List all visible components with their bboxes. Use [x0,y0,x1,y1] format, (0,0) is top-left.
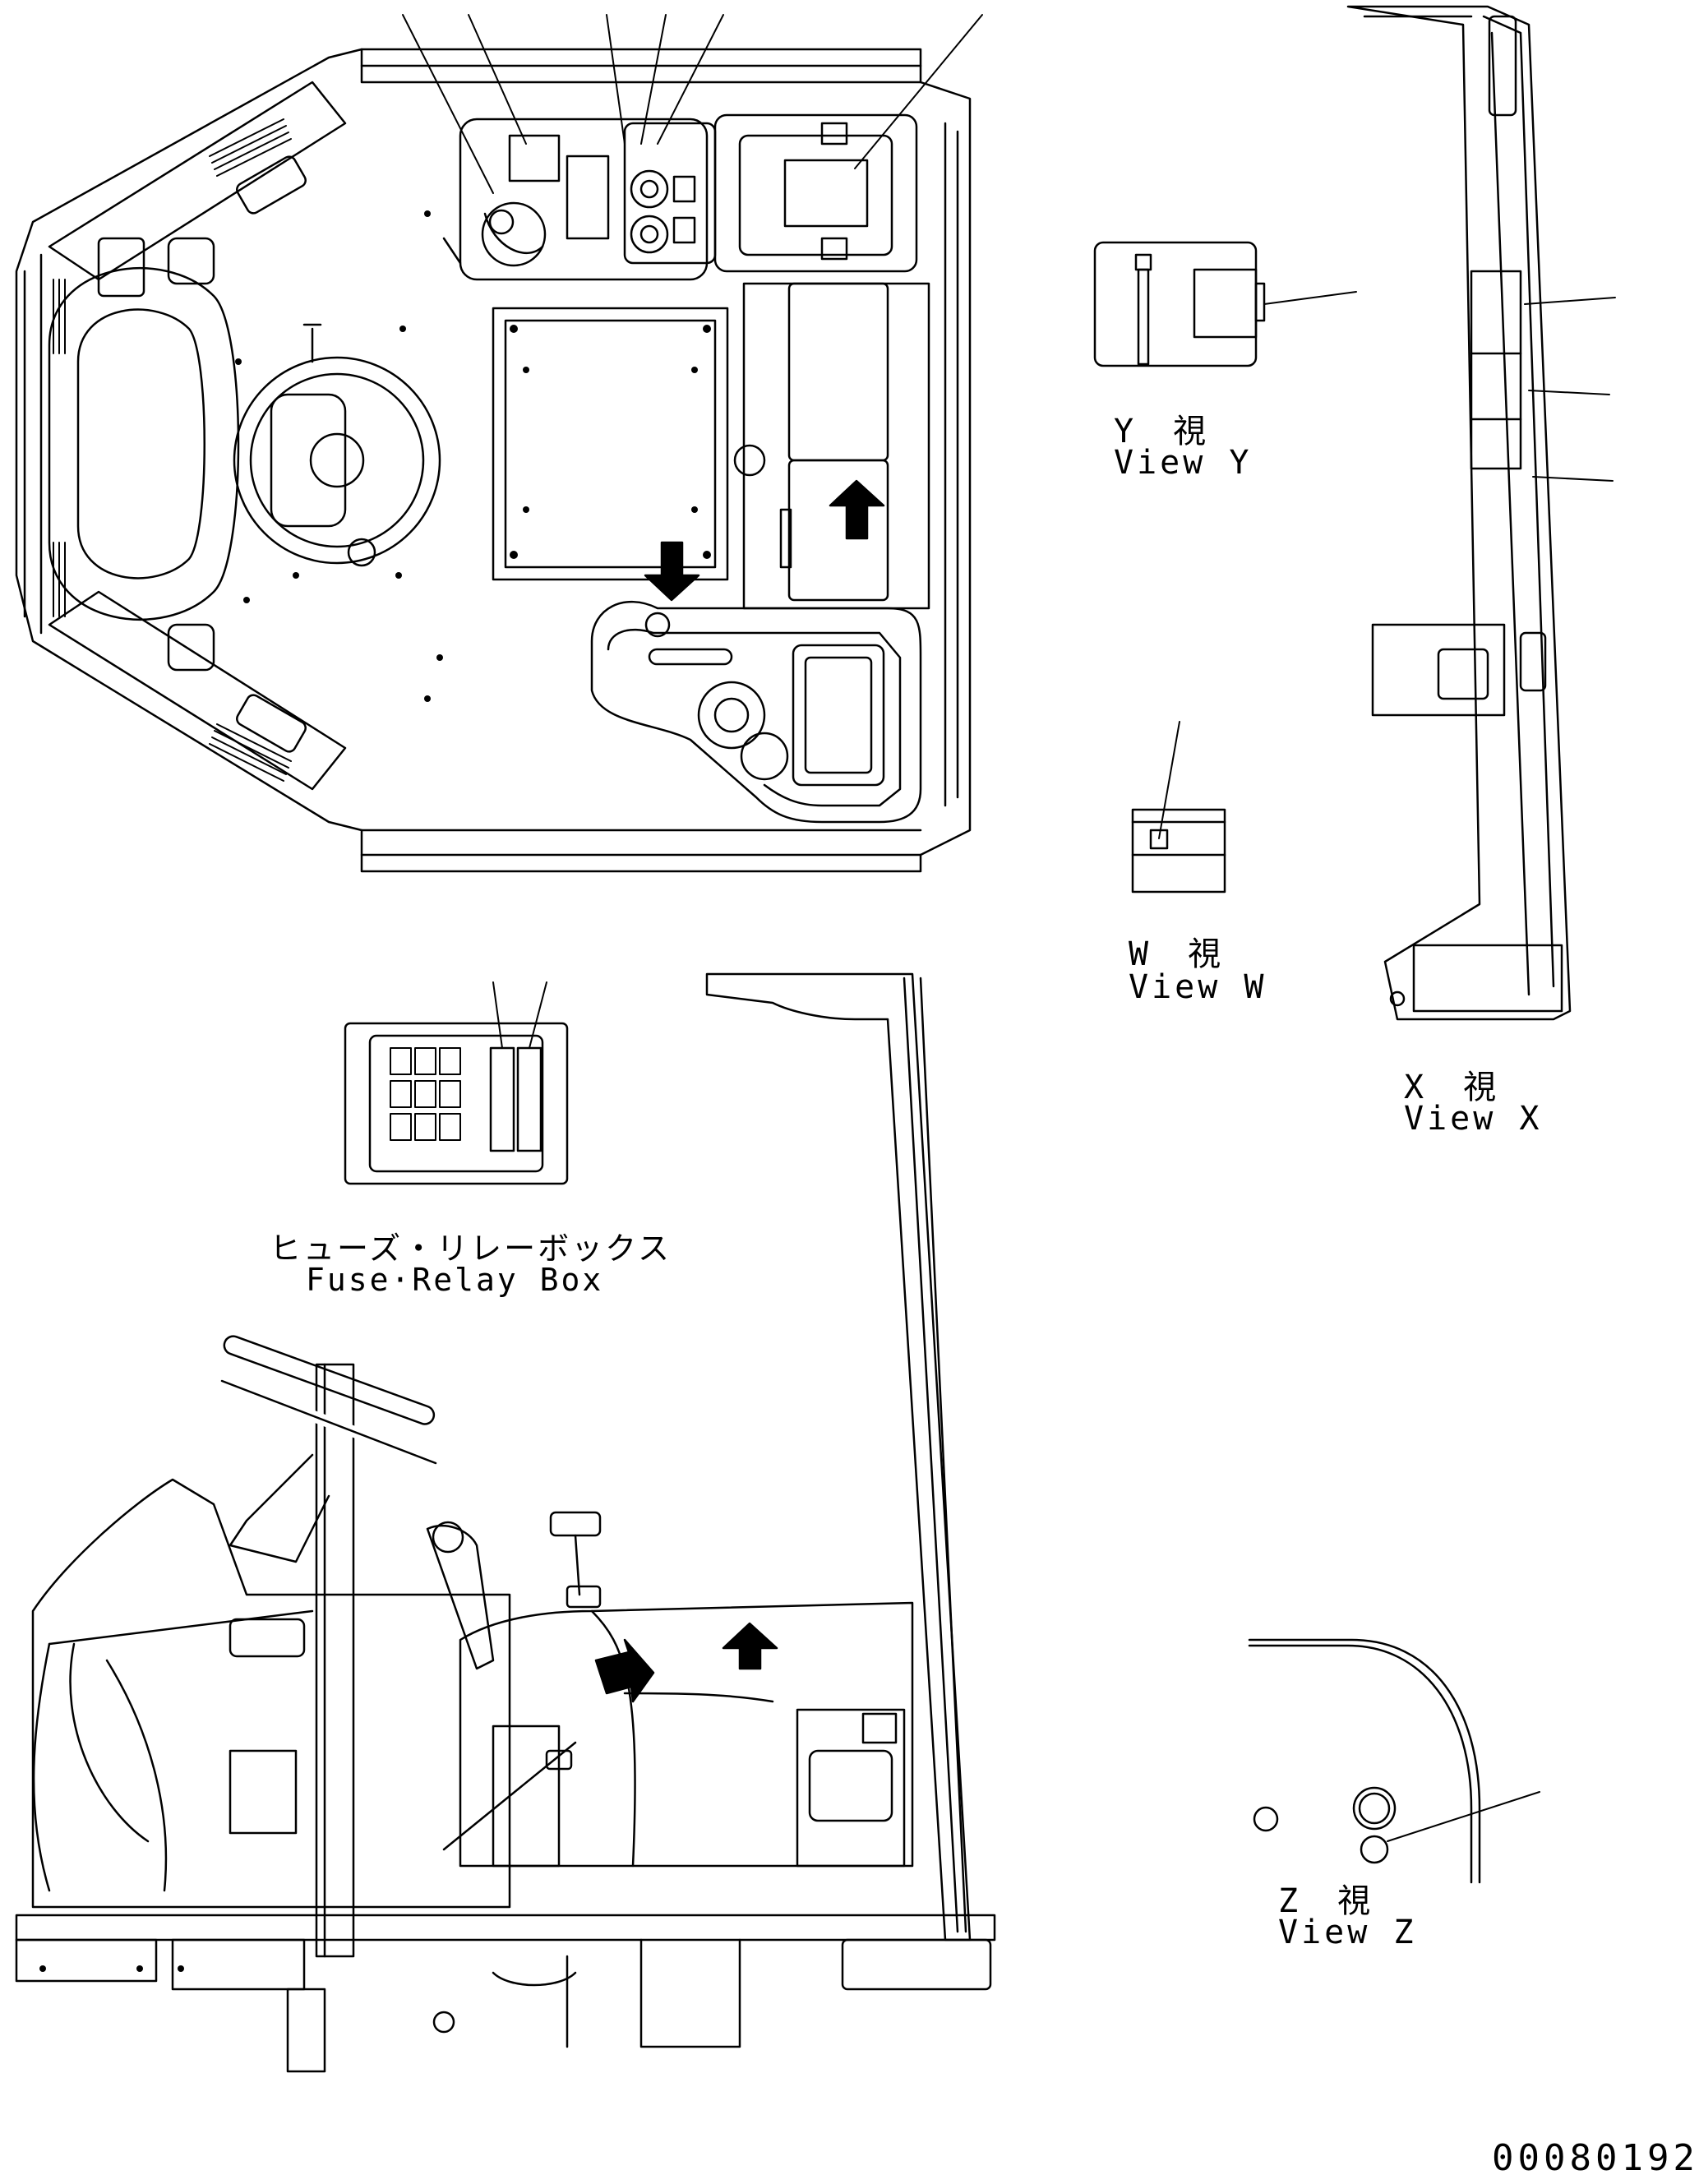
fuse-relay-box-label-en: Fuse·Relay Box [306,1262,604,1298]
view-x-drawing [1346,5,1616,1021]
view-y-label-en: View Y [1114,444,1253,482]
document-number: 00080192 [1492,2137,1699,2179]
fuse-relay-box-drawing [344,981,569,1185]
fuse-relay-box-label-jp: ヒューズ・リレーボックス [270,1231,672,1267]
plan-view-cab [15,14,983,873]
view-x-label-en: View X [1404,1100,1543,1138]
view-z-label-en: View Z [1278,1914,1417,1951]
view-x-label-jp: X 視 [1404,1069,1500,1106]
parts-diagram-canvas: Y 視 View Y W 視 View W X 視 View X Z 視 Vie… [15,5,1695,2179]
technical-drawing [15,5,1616,2073]
view-y-label-jp: Y 視 [1114,413,1210,450]
view-w-label-en: View W [1129,968,1267,1006]
side-view-cab [15,972,996,2073]
view-z-label-jp: Z 視 [1278,1882,1374,1920]
view-z-drawing [1248,1638,1540,1884]
view-y-drawing [1093,241,1357,367]
view-w-label-jp: W 視 [1129,935,1225,973]
view-w-drawing [1131,721,1226,893]
